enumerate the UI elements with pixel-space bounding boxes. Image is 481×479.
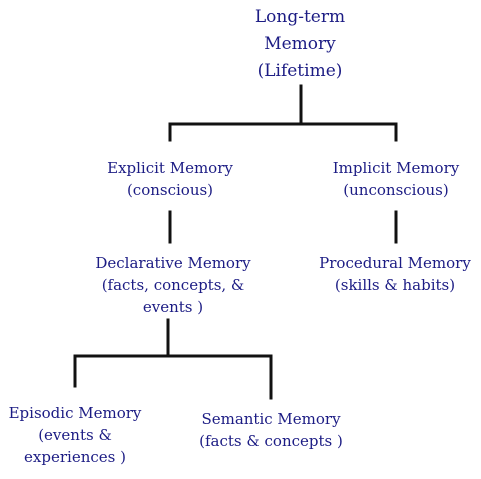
node-explicit-memory: Explicit Memory (conscious) xyxy=(90,157,250,201)
node-long-term-memory-line-2: Memory xyxy=(264,34,336,54)
node-long-term-memory: Long-term Memory (Lifetime) xyxy=(230,4,370,85)
node-semantic-memory: Semantic Memory (facts & concepts ) xyxy=(190,408,352,452)
node-semantic-memory-line-2: (facts & concepts ) xyxy=(199,432,343,450)
node-explicit-memory-line-2: (conscious) xyxy=(126,181,214,199)
node-procedural-memory-line-2: (skills & habits) xyxy=(334,276,456,294)
node-semantic-memory-line-1: Semantic Memory xyxy=(201,410,341,428)
node-episodic-memory-line-2: (events & xyxy=(38,426,112,444)
node-implicit-memory-line-1: Implicit Memory xyxy=(332,159,460,177)
node-declarative-memory: Declarative Memory (facts, concepts, & e… xyxy=(75,252,271,318)
node-implicit-memory: Implicit Memory (unconscious) xyxy=(315,157,477,201)
node-long-term-memory-line-3: (Lifetime) xyxy=(257,61,343,81)
node-long-term-memory-line-1: Long-term xyxy=(254,7,346,27)
node-procedural-memory: Procedural Memory (skills & habits) xyxy=(305,252,481,296)
node-episodic-memory-line-1: Episodic Memory xyxy=(8,404,142,422)
node-episodic-memory: Episodic Memory (events & experiences ) xyxy=(4,402,146,468)
node-declarative-memory-line-2: (facts, concepts, & xyxy=(101,276,245,294)
node-declarative-memory-line-3: events ) xyxy=(142,298,204,316)
node-implicit-memory-line-2: (unconscious) xyxy=(343,181,449,199)
node-declarative-memory-line-1: Declarative Memory xyxy=(95,254,251,272)
node-episodic-memory-line-3: experiences ) xyxy=(24,448,126,466)
node-procedural-memory-line-1: Procedural Memory xyxy=(319,254,471,272)
node-explicit-memory-line-1: Explicit Memory xyxy=(107,159,233,177)
